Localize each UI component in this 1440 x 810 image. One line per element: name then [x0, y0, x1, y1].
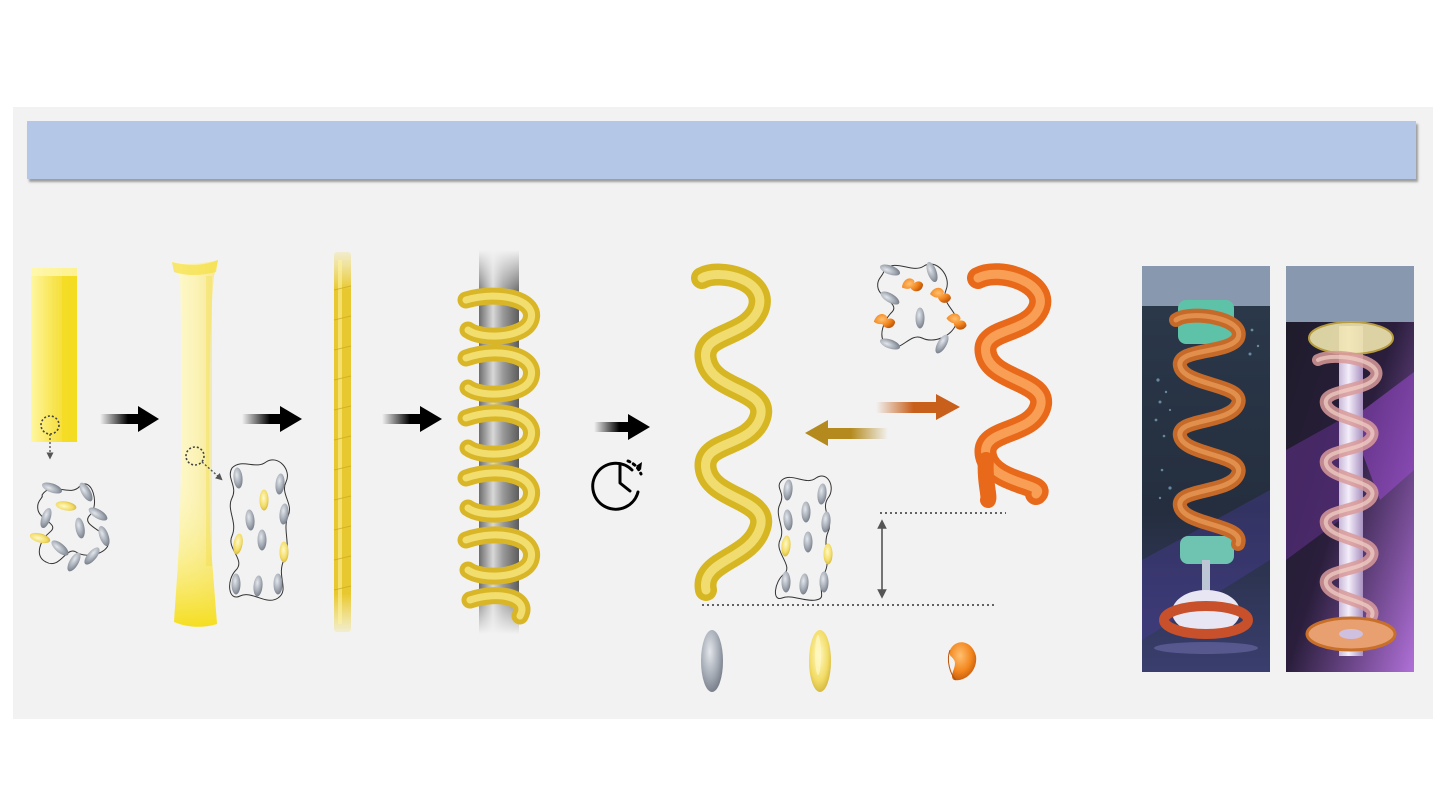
- right-arrow-icon: [100, 406, 159, 432]
- yellow-spring: [691, 263, 773, 601]
- stretched-film: [172, 260, 218, 627]
- zoom-marker-1: [40, 415, 60, 460]
- right-arrow-icon: [382, 406, 442, 432]
- mesogen-network-2: [229, 459, 290, 601]
- orange-spring: [967, 263, 1052, 508]
- legend-mesogen-yellow: [809, 630, 831, 692]
- right-arrow-icon: [876, 394, 960, 420]
- contraction-indicator: [702, 512, 1006, 606]
- clock-icon: [591, 459, 643, 511]
- wound-fiber-coil: [457, 287, 540, 625]
- right-arrow-icon: [242, 406, 302, 432]
- left-arrow-icon: [805, 420, 888, 446]
- photo-spring-actuator: [1142, 266, 1270, 672]
- header-bar: [27, 121, 1416, 179]
- mesogen-network-1: [28, 480, 112, 574]
- yellow-film: [31, 268, 77, 442]
- photo-coil-on-rod: [1286, 266, 1414, 672]
- mesogen-network-3: [775, 475, 833, 601]
- legend-mesogen-gray: [701, 630, 723, 692]
- mesogen-network-orange: [872, 260, 969, 356]
- legend-mesogen-orange: [947, 642, 977, 681]
- zoom-marker-2: [185, 446, 223, 481]
- liquid-crystal-fiber: [333, 252, 352, 632]
- right-arrow-icon: [594, 414, 650, 440]
